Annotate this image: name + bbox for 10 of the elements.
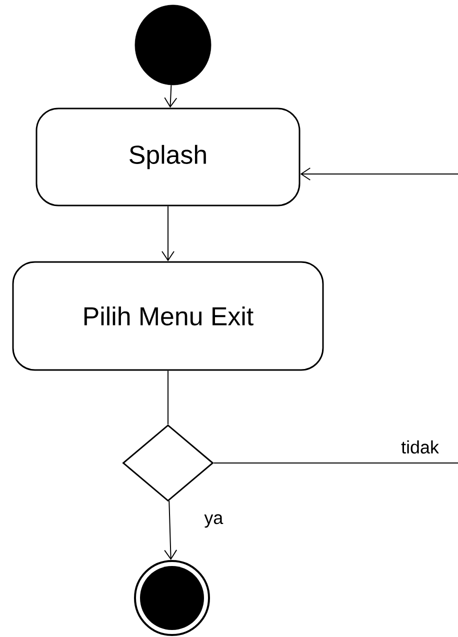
activity-box: Splash bbox=[36, 108, 300, 206]
start-node bbox=[134, 4, 212, 86]
edge-label: tidak bbox=[401, 440, 439, 454]
activity-box: Pilih Menu Exit bbox=[12, 261, 324, 371]
arrow bbox=[164, 500, 178, 560]
edge-label: ya bbox=[204, 514, 224, 528]
arrow bbox=[164, 84, 178, 108]
arrow bbox=[162, 206, 174, 262]
arrow bbox=[300, 168, 458, 180]
end-node bbox=[134, 560, 210, 636]
